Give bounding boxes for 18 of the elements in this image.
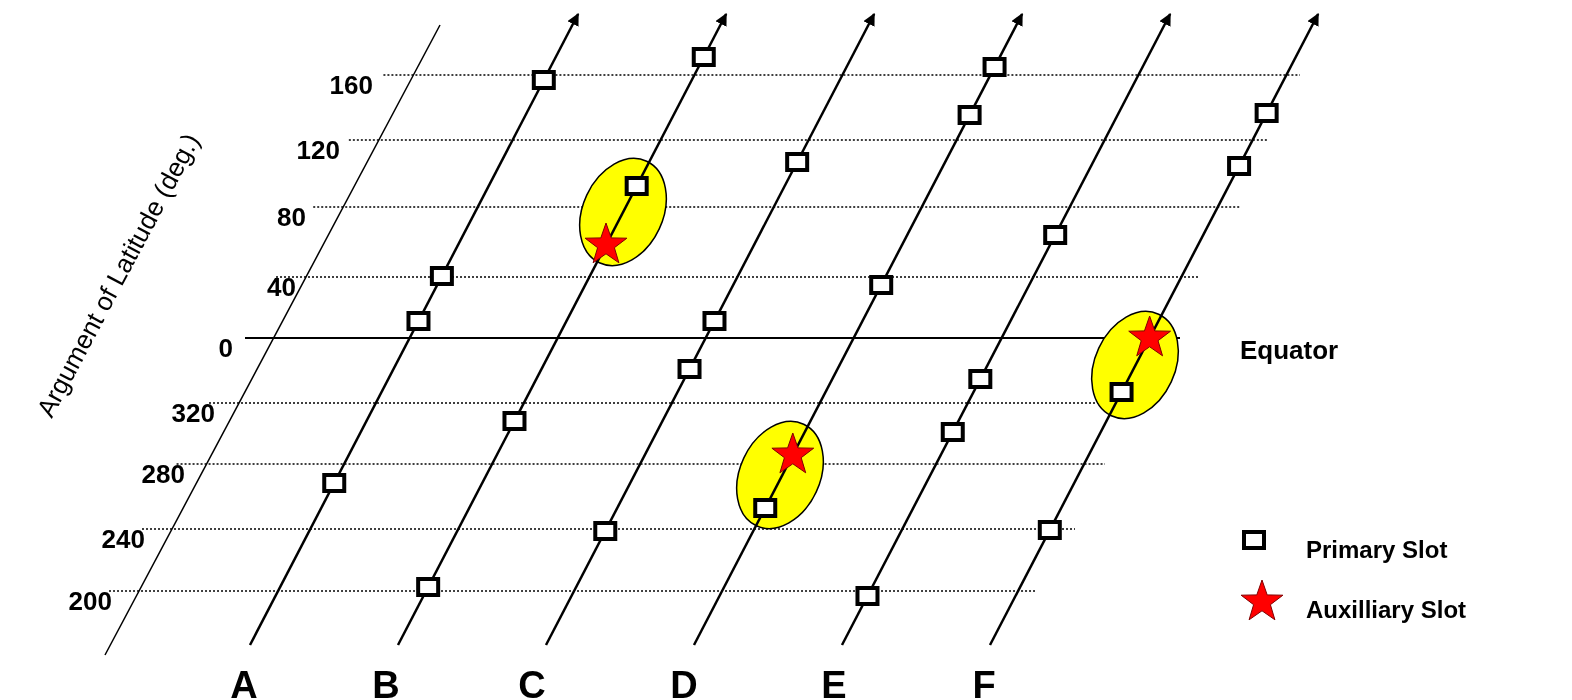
tick-label: 120 xyxy=(296,137,340,163)
tick-label: 40 xyxy=(267,274,296,300)
tick-label: 160 xyxy=(329,72,373,98)
tick-label: 240 xyxy=(101,526,145,552)
equator-label: Equator xyxy=(1240,337,1339,363)
plane-letter: C xyxy=(518,666,546,700)
legend-label: Auxilliary Slot xyxy=(1306,598,1467,622)
plane-letter: A xyxy=(230,666,258,700)
plane-letter: B xyxy=(372,666,400,700)
tick-label: 280 xyxy=(141,461,185,487)
tick-label: 200 xyxy=(68,588,112,614)
legend-label: Primary Slot xyxy=(1306,538,1448,562)
tick-label: 80 xyxy=(277,204,306,230)
tick-label: 320 xyxy=(171,400,215,426)
plane-letter: E xyxy=(821,666,847,700)
plane-letter: F xyxy=(972,666,996,700)
plane-letter: D xyxy=(670,666,698,700)
tick-label: 0 xyxy=(218,335,233,361)
